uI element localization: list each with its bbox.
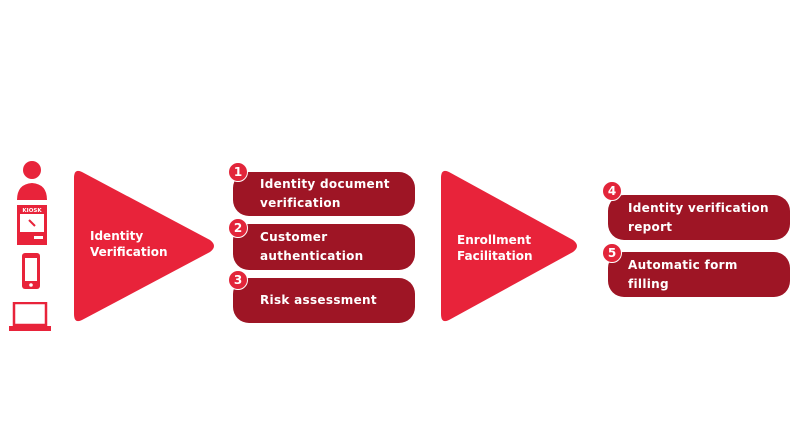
title-line: Facilitation bbox=[457, 249, 533, 263]
person-icon bbox=[17, 161, 47, 200]
step-text: Identity verification bbox=[628, 200, 769, 215]
kiosk-label: KIOSK bbox=[22, 208, 42, 214]
step-number-badge: 4 bbox=[602, 181, 622, 201]
laptop-icon bbox=[9, 302, 51, 331]
step-text: Customer bbox=[260, 230, 328, 244]
step-text: Risk assessment bbox=[260, 293, 377, 307]
identity-verification-title: Identity Verification bbox=[90, 228, 168, 260]
step-identity-document-verification: Identity document verification bbox=[233, 172, 415, 216]
step-risk-assessment: Risk assessment bbox=[233, 278, 415, 323]
title-line: Verification bbox=[90, 245, 168, 259]
step-automatic-form-filling: Automatic form filling bbox=[608, 252, 790, 297]
step-identity-verification-report: Identity verification report bbox=[608, 195, 790, 240]
step-text: Identity document bbox=[260, 177, 390, 191]
step-text: Automatic form bbox=[628, 257, 738, 272]
title-line: Enrollment bbox=[457, 233, 532, 247]
enrollment-facilitation-title: Enrollment Facilitation bbox=[457, 232, 533, 264]
step-number-badge: 3 bbox=[228, 270, 248, 290]
step-number-badge: 2 bbox=[228, 218, 248, 238]
smartphone-icon bbox=[22, 253, 40, 289]
step-text: filling bbox=[628, 276, 669, 291]
step-number-badge: 5 bbox=[602, 243, 622, 263]
kiosk-icon: KIOSK bbox=[17, 205, 47, 245]
step-text: report bbox=[628, 219, 673, 234]
step-text: verification bbox=[260, 196, 341, 210]
step-text: authentication bbox=[260, 249, 364, 263]
identity-verification-triangle bbox=[74, 170, 214, 322]
step-number-badge: 1 bbox=[228, 162, 248, 182]
title-line: Identity bbox=[90, 229, 144, 243]
enrollment-facilitation-triangle bbox=[441, 170, 577, 322]
step-customer-authentication: Customer authentication bbox=[233, 224, 415, 270]
